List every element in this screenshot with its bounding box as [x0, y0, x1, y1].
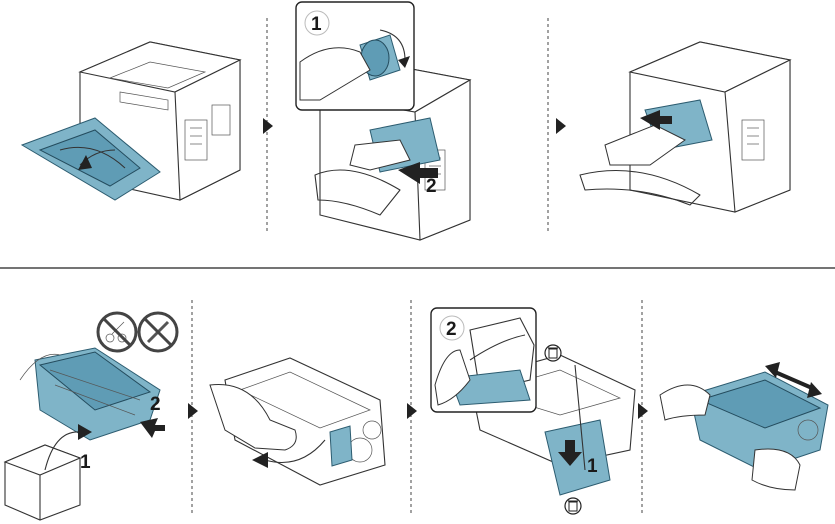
unpack-cartridge: 2 1 [3, 311, 179, 521]
prohibited-scissors-icon [96, 311, 138, 353]
printer-pull-toner [579, 41, 792, 213]
trash-bin-icon [564, 497, 582, 515]
next-step-arrow-icon [638, 403, 648, 419]
callout-inset: 1 [295, 1, 415, 111]
next-step-arrow-icon [188, 403, 198, 419]
remove-packing-material [209, 357, 386, 486]
shake-cartridge [659, 362, 829, 491]
step-badge [439, 315, 465, 341]
next-step-arrow-icon [263, 118, 273, 134]
printer-open-door [20, 41, 242, 201]
callout-inset: 2 [430, 307, 537, 413]
step-number-1: 1 [80, 452, 91, 473]
step-badge [304, 10, 330, 36]
next-step-arrow-icon [407, 403, 417, 419]
step-number-2: 2 [426, 176, 437, 197]
step-number-1: 1 [587, 456, 598, 477]
step-number-2: 2 [446, 319, 457, 340]
prohibited-knife-icon [137, 311, 179, 353]
step-number-2: 2 [150, 394, 161, 415]
step-number-1: 1 [311, 14, 322, 35]
trash-bin-icon [544, 344, 562, 362]
next-step-arrow-icon [556, 118, 566, 134]
